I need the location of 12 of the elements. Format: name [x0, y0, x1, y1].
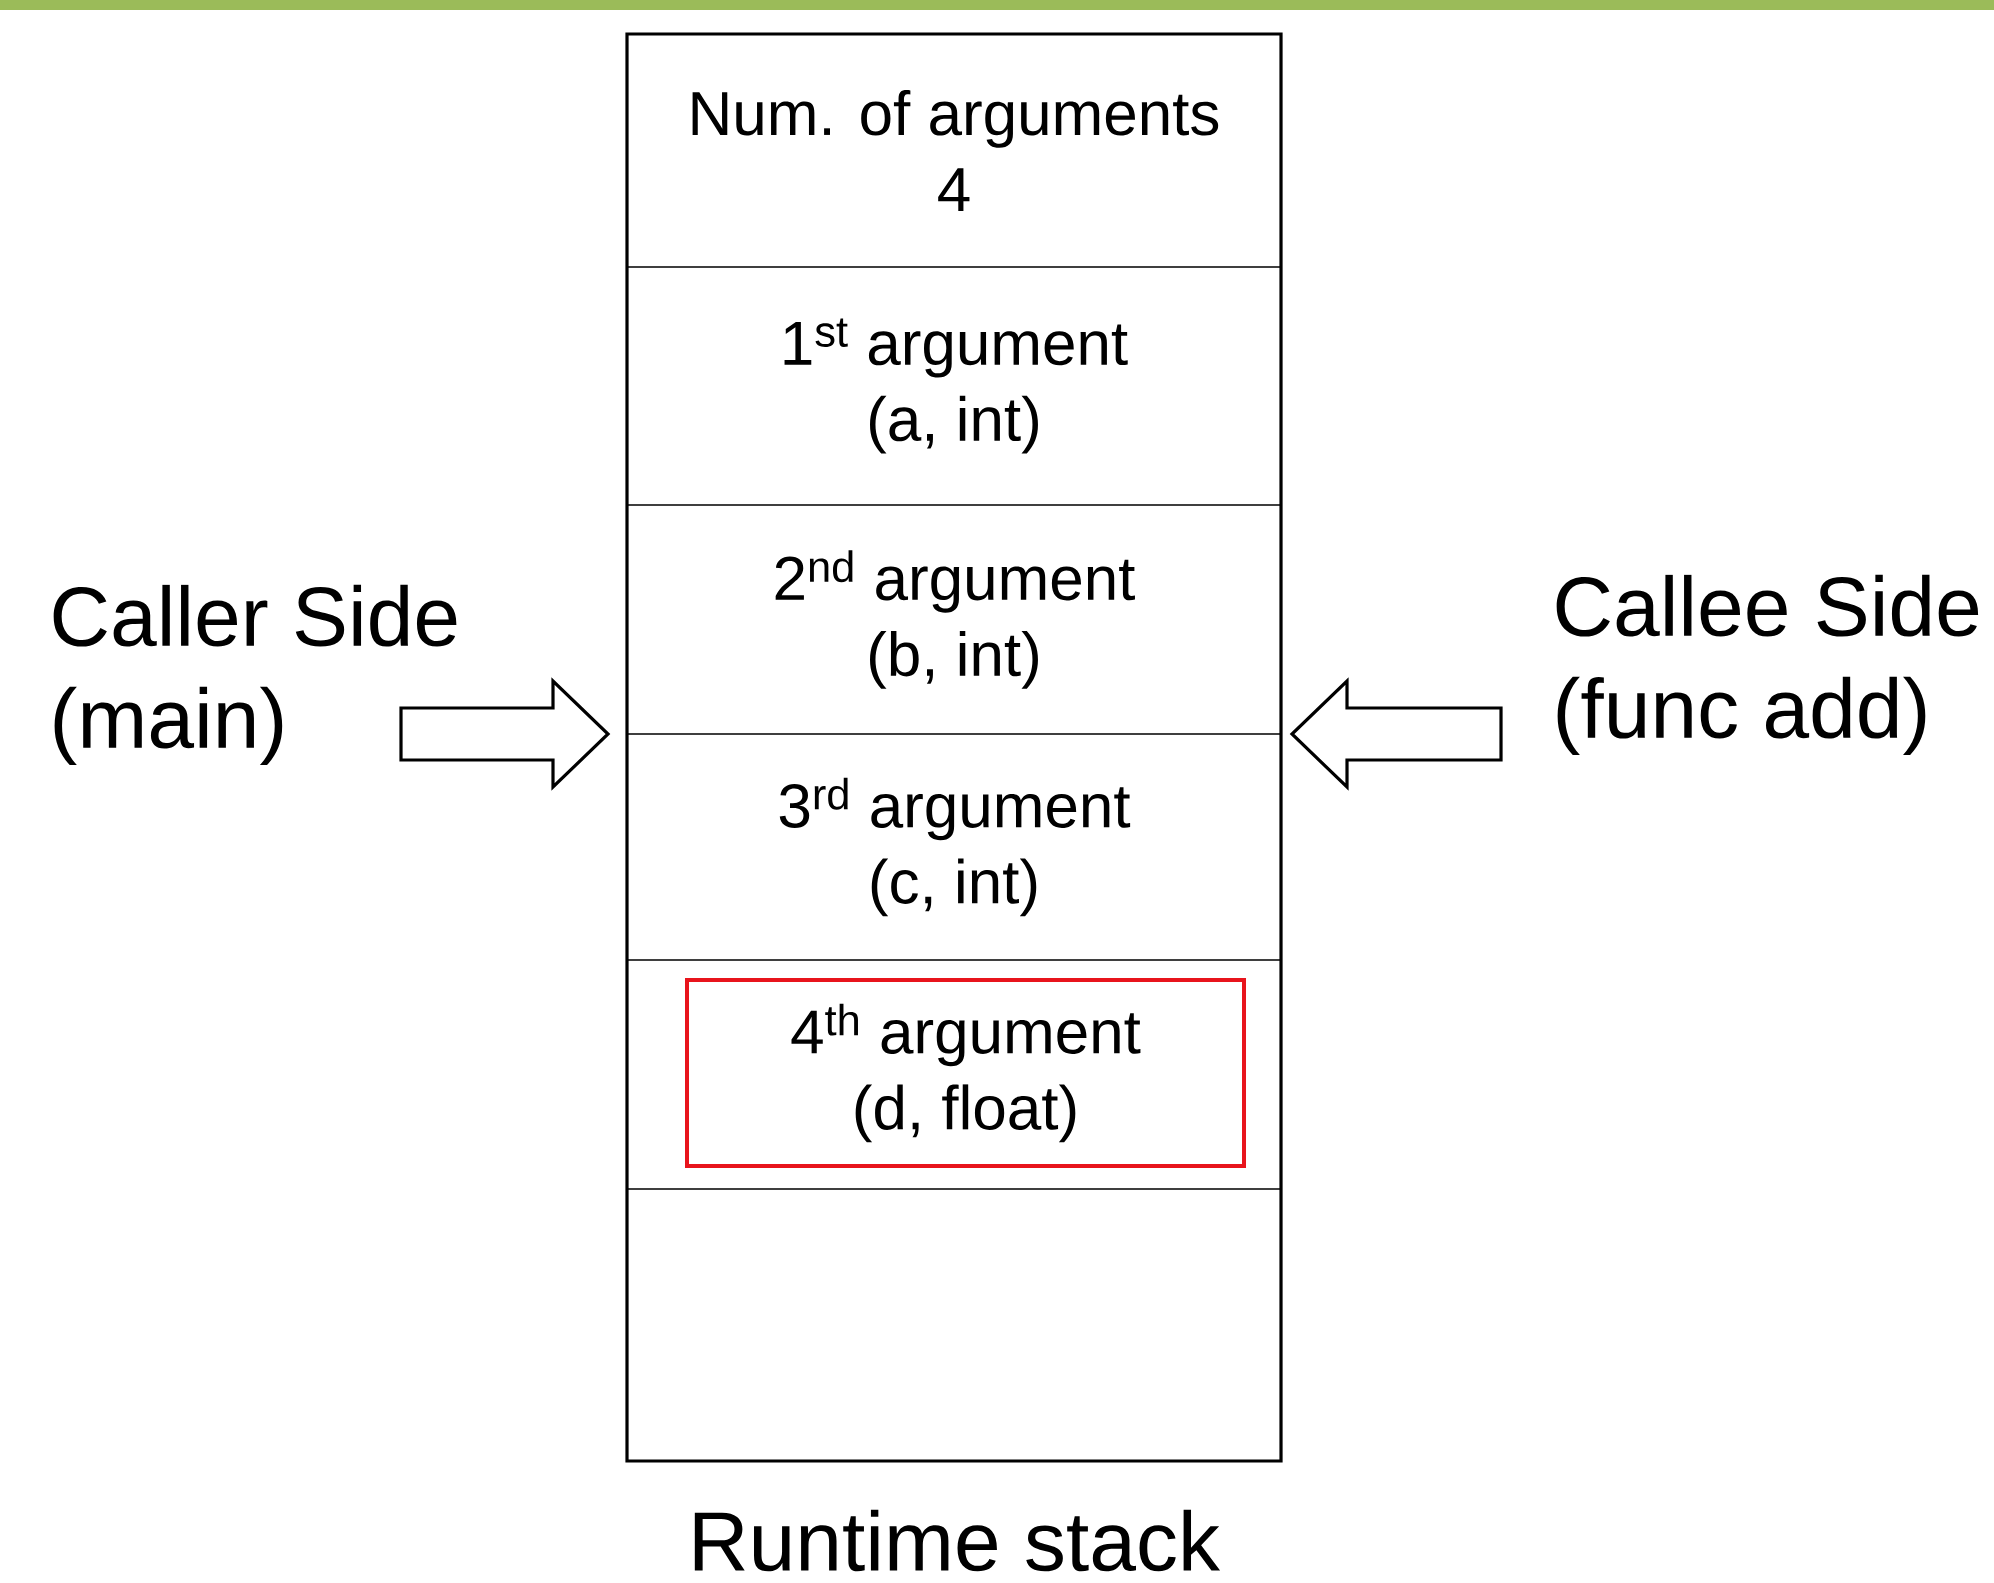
empty-slot	[626, 1188, 1282, 1462]
block-arrow	[399, 677, 611, 791]
block-arrow	[1289, 677, 1503, 791]
stack-slot: 1$^{st}$ argument (a, int)	[626, 266, 1282, 506]
stack-slot: Num. of arguments 4	[626, 33, 1282, 268]
stack-slot: 2$^{nd}$ argument (b, int)	[626, 504, 1282, 735]
node-label: Runtime stack	[694, 1509, 1221, 1572]
side-label: Callee Side (func add)	[1556, 574, 1979, 756]
side-label: Caller Side (main)	[53, 584, 457, 766]
empty-slot	[626, 959, 1282, 1190]
stack-slot: 3$^{rd}$ argument (c, int)	[626, 733, 1282, 961]
highlight-box: 4$^{th}$ argument (d, float)	[685, 978, 1246, 1168]
